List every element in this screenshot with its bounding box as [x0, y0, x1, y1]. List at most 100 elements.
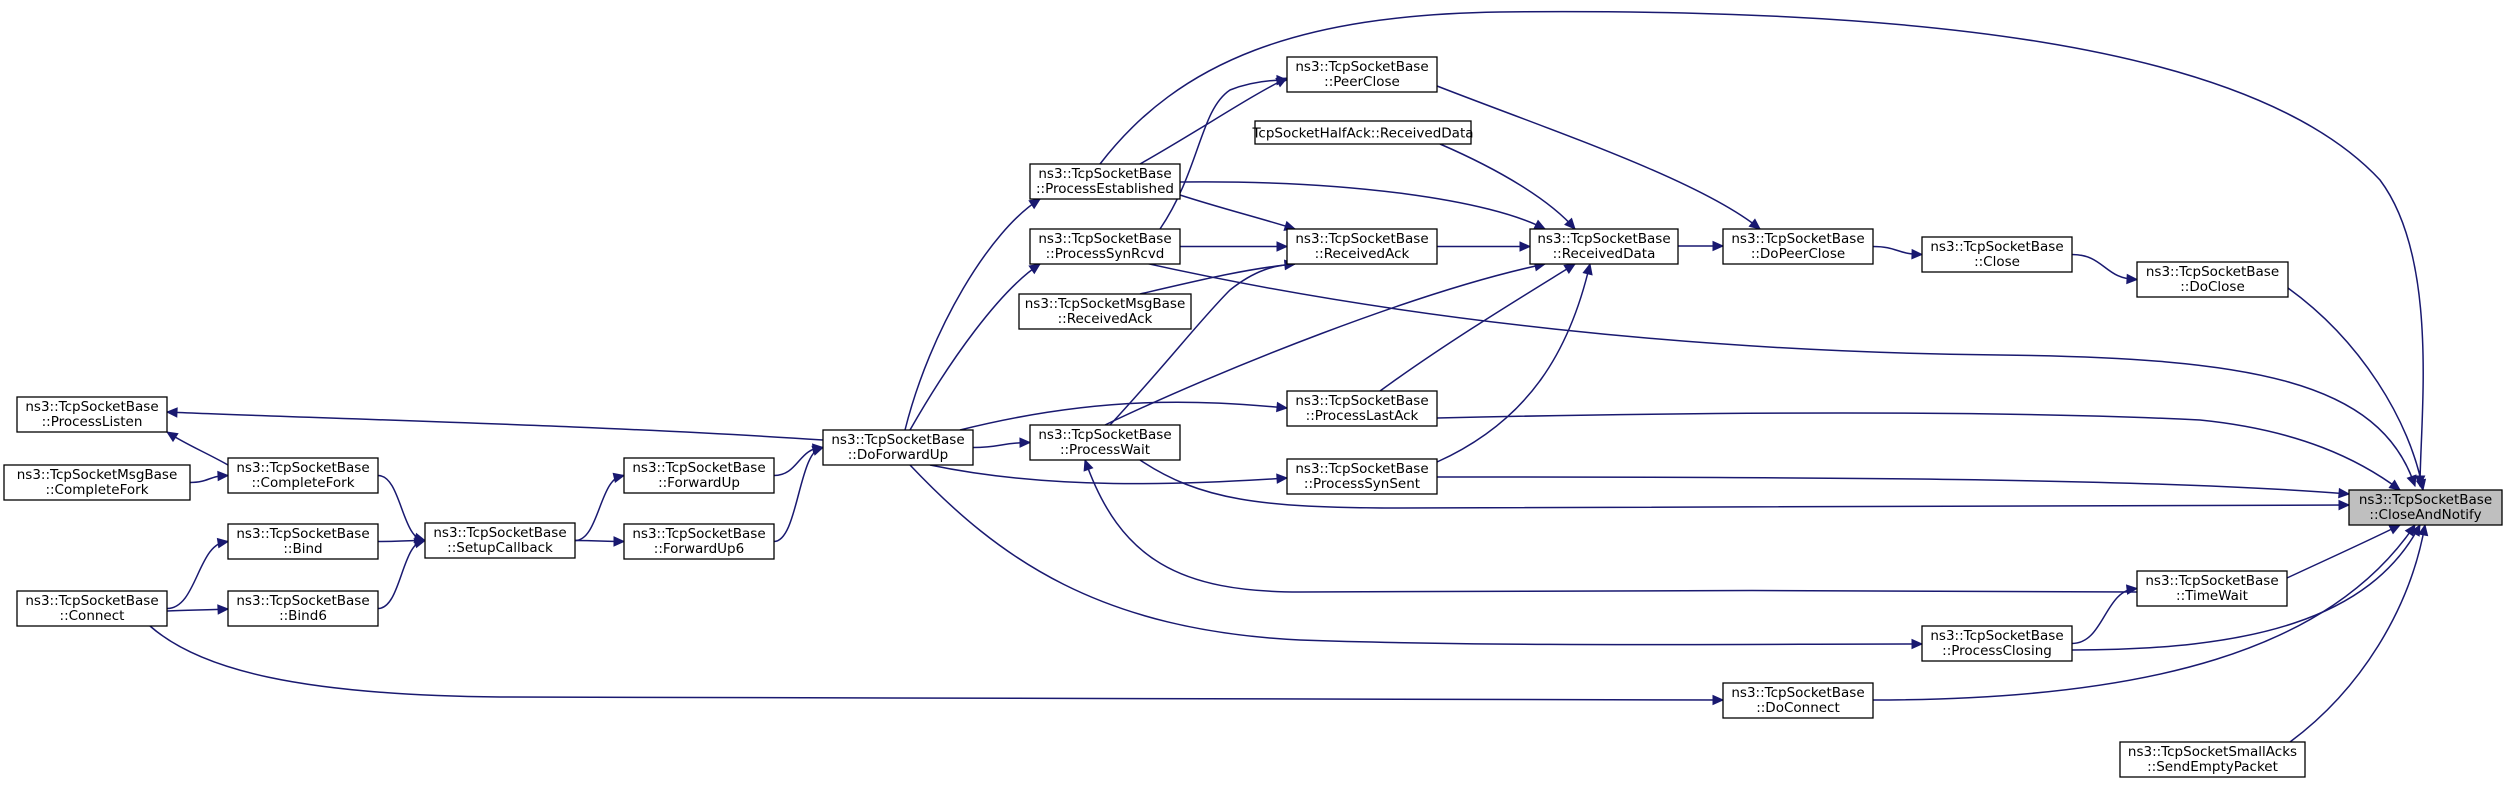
- arrowhead-close-to-doclose: [2126, 273, 2139, 285]
- edge-processestablished-to-peerclose: [1139, 77, 1288, 165]
- node-box: [2119, 741, 2306, 778]
- edge-doforwardup-to-processestablished: [904, 198, 1041, 431]
- arrowhead-processclosing-to-timewait: [2125, 584, 2139, 595]
- node-label-line: ns3::TcpSocketBase: [2359, 492, 2492, 508]
- node-receiveddata[interactable]: ns3::TcpSocketBase::ReceivedData: [1529, 228, 1679, 265]
- node-label-line: ns3::TcpSocketBase: [632, 460, 765, 476]
- node-label-line: ::SetupCallback: [447, 540, 553, 556]
- edge-processwait-to-receivedack: [1109, 263, 1296, 426]
- node-label-line: ::CompleteFork: [45, 482, 148, 498]
- node-connect[interactable]: ns3::TcpSocketBase::Connect: [16, 590, 168, 627]
- node-box: [2136, 261, 2289, 298]
- node-label-line: ::Close: [1974, 254, 2020, 270]
- arrowhead-processsynrcvd-to-closeandnotify: [2406, 474, 2417, 488]
- edge-timewait-to-closeandnotify: [2286, 524, 2401, 579]
- node-sendemptypacket[interactable]: ns3::TcpSocketSmallAcks::SendEmptyPacket: [2119, 741, 2306, 778]
- edge-processwait-to-receiveddata: [1104, 263, 1546, 426]
- arrowhead-doforwardup-to-processlisten: [165, 407, 178, 418]
- node-setupcallback[interactable]: ns3::TcpSocketBase::SetupCallback: [424, 522, 576, 559]
- node-receivedack[interactable]: ns3::TcpSocketBase::ReceivedAck: [1286, 228, 1438, 265]
- node-doclose[interactable]: ns3::TcpSocketBase::DoClose: [2136, 261, 2289, 298]
- node-processsynrcvd[interactable]: ns3::TcpSocketBase::ProcessSynRcvd: [1029, 228, 1181, 265]
- node-processwait[interactable]: ns3::TcpSocketBase::ProcessWait: [1029, 424, 1181, 461]
- node-box: [1286, 56, 1438, 93]
- edge-processclosing-to-timewait: [2071, 587, 2138, 645]
- node-closeandnotify[interactable]: ns3::TcpSocketBase::CloseAndNotify: [2348, 489, 2503, 526]
- node-box: [3, 464, 191, 501]
- edge-bind6-to-setupcallback: [377, 539, 426, 610]
- node-label-line: ns3::TcpSocketBase: [236, 593, 369, 609]
- arrowhead-processsynsent-to-receiveddata: [1582, 262, 1593, 276]
- edge-processsynrcvd-to-peerclose: [1159, 79, 1288, 230]
- node-processlastack[interactable]: ns3::TcpSocketBase::ProcessLastAck: [1286, 390, 1438, 427]
- arrowhead-processclosing-to-closeandnotify: [2410, 523, 2421, 537]
- arrowhead-doforwardup-to-processclosing: [1911, 638, 1924, 650]
- arrowhead-timewait-to-closeandnotify: [2388, 524, 2402, 535]
- node-box: [1722, 228, 1874, 265]
- node-box: [1018, 293, 1192, 330]
- node-dopeerclose[interactable]: ns3::TcpSocketBase::DoPeerClose: [1722, 228, 1874, 265]
- arrowhead-doconnect-to-closeandnotify: [2404, 523, 2416, 537]
- edge-processsynsent-to-receiveddata: [1436, 263, 1591, 463]
- node-box: [1286, 228, 1438, 265]
- node-box: [1722, 682, 1874, 719]
- node-bind6[interactable]: ns3::TcpSocketBase::Bind6: [227, 590, 379, 627]
- node-msgreceivedack[interactable]: ns3::TcpSocketMsgBase::ReceivedAck: [1018, 293, 1192, 330]
- arrowhead-msgcompletefork-to-completefork: [217, 470, 230, 482]
- node-label-line: ns3::TcpSocketBase: [236, 526, 369, 542]
- node-label-line: ns3::TcpSocketSmallAcks: [2128, 744, 2297, 760]
- node-label-line: ns3::TcpSocketBase: [1295, 393, 1428, 409]
- node-bind[interactable]: ns3::TcpSocketBase::Bind: [227, 523, 379, 560]
- node-completefork[interactable]: ns3::TcpSocketBase::CompleteFork: [227, 457, 379, 494]
- edge-timewait-to-processwait: [1084, 459, 2138, 593]
- node-forwardup6[interactable]: ns3::TcpSocketBase::ForwardUp6: [623, 523, 775, 560]
- node-peerclose[interactable]: ns3::TcpSocketBase::PeerClose: [1286, 56, 1438, 93]
- edge-processestablished-to-receiveddata: [1179, 181, 1546, 230]
- edges-layer: [149, 10, 2429, 743]
- node-timewait[interactable]: ns3::TcpSocketBase::TimeWait: [2136, 570, 2288, 607]
- node-label-line: ns3::TcpSocketBase: [632, 526, 765, 542]
- arrowhead-processsynrcvd-to-receivedack: [1276, 241, 1289, 252]
- node-label-line: ::DoClose: [2180, 279, 2245, 295]
- node-label-line: ::ReceivedAck: [1315, 246, 1410, 262]
- arrowhead-sendemptypacket-to-closeandnotify: [2417, 523, 2429, 537]
- edge-doforwardup-to-processlisten: [166, 411, 824, 441]
- node-label-line: ::ProcessSynSent: [1304, 476, 1420, 492]
- edge-doforwardup-to-processsynsent: [929, 464, 1288, 485]
- node-msgcompletefork[interactable]: ns3::TcpSocketMsgBase::CompleteFork: [3, 464, 191, 501]
- node-label-line: ns3::TcpSocketBase: [2145, 573, 2278, 589]
- node-box: [1529, 228, 1679, 265]
- node-box: [16, 590, 168, 627]
- arrowhead-setupcallback-to-forwardup6: [613, 536, 626, 547]
- edge-doconnect-to-closeandnotify: [1872, 524, 2416, 701]
- node-label-line: ::DoForwardUp: [848, 447, 949, 463]
- arrowhead-doforwardup-to-processsynsent: [1276, 473, 1289, 484]
- node-halfack[interactable]: TcpSocketHalfAck::ReceivedData: [1251, 120, 1474, 145]
- node-processlisten[interactable]: ns3::TcpSocketBase::ProcessListen: [16, 396, 168, 433]
- node-label-line: ns3::TcpSocketMsgBase: [1025, 296, 1186, 312]
- node-box: [1029, 424, 1181, 461]
- edge-connect-to-doconnect: [149, 625, 1724, 701]
- node-close[interactable]: ns3::TcpSocketBase::Close: [1921, 236, 2073, 273]
- node-label-line: TcpSocketHalfAck::ReceivedData: [1251, 126, 1473, 142]
- edge-doforwardup-to-processsynrcvd: [909, 263, 1041, 431]
- node-label-line: ns3::TcpSocketBase: [433, 525, 566, 541]
- node-processclosing[interactable]: ns3::TcpSocketBase::ProcessClosing: [1921, 625, 2073, 662]
- node-box: [2136, 570, 2288, 607]
- arrowhead-setupcallback-to-forwardup: [612, 472, 626, 484]
- node-processsynsent[interactable]: ns3::TcpSocketBase::ProcessSynSent: [1286, 458, 1438, 495]
- node-label-line: ns3::TcpSocketBase: [2146, 264, 2279, 280]
- arrowhead-peerclose-to-dopeerclose: [1748, 218, 1761, 230]
- node-box: [1029, 163, 1181, 200]
- node-label-line: ::Bind: [283, 541, 322, 557]
- node-doconnect[interactable]: ns3::TcpSocketBase::DoConnect: [1722, 682, 1874, 719]
- node-label-line: ns3::TcpSocketBase: [1731, 685, 1864, 701]
- node-box: [16, 396, 168, 433]
- node-forwardup[interactable]: ns3::TcpSocketBase::ForwardUp: [623, 457, 775, 494]
- node-processestablished[interactable]: ns3::TcpSocketBase::ProcessEstablished: [1029, 163, 1181, 200]
- node-label-line: ::CompleteFork: [251, 475, 354, 491]
- node-label-line: ns3::TcpSocketBase: [1295, 59, 1428, 75]
- arrowhead-connect-to-bind: [216, 537, 230, 549]
- node-doforwardup[interactable]: ns3::TcpSocketBase::DoForwardUp: [822, 429, 974, 466]
- node-label-line: ns3::TcpSocketMsgBase: [17, 467, 178, 483]
